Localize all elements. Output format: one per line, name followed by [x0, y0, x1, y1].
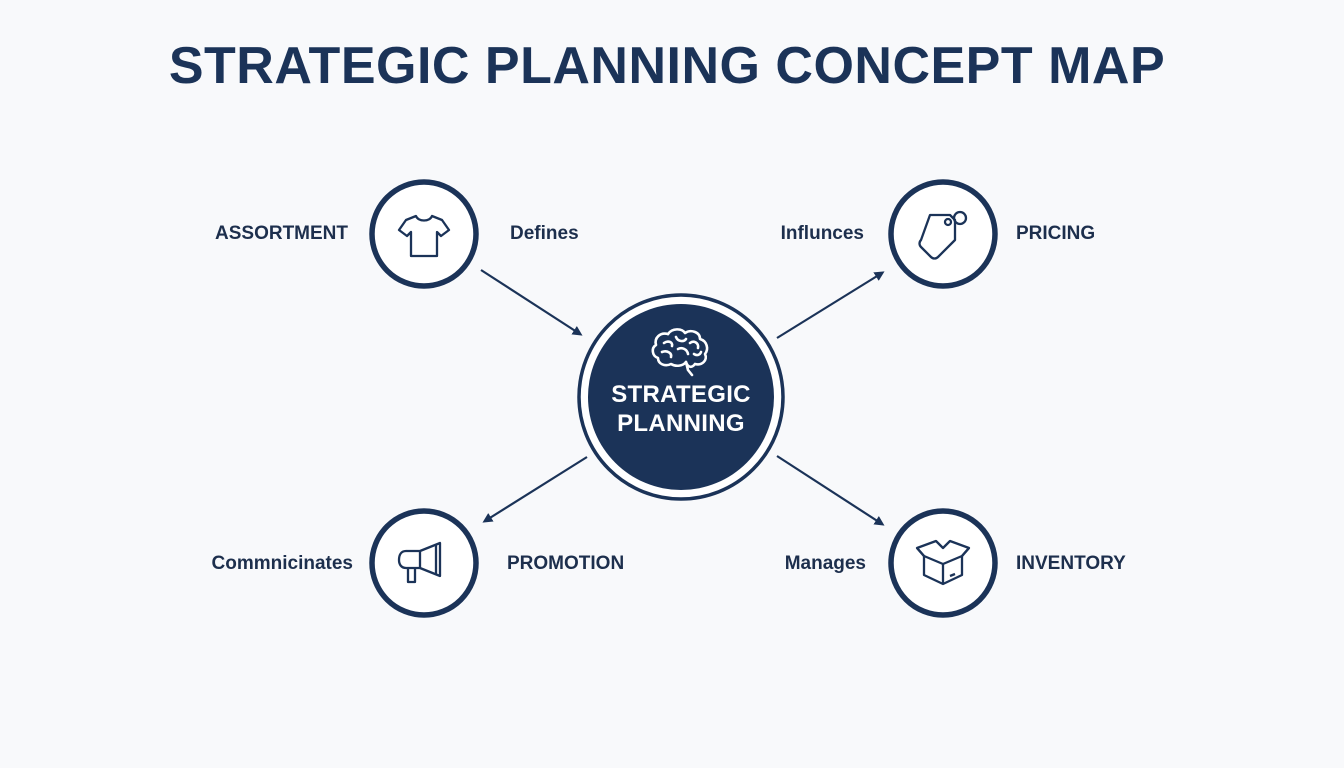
node-label-pricing: PRICING: [1016, 223, 1096, 244]
box-icon: [915, 539, 971, 586]
node-inventory-circle: [888, 508, 998, 618]
price-tag-icon: [918, 210, 968, 260]
relation-label-influences: Influnces: [780, 223, 864, 244]
relation-label-defines: Defines: [510, 223, 579, 244]
node-promotion-circle: [369, 508, 479, 618]
node-label-promotion: PROMOTION: [507, 553, 625, 574]
center-label-line2: PLANNING: [617, 410, 745, 437]
relation-label-manages: Manages: [784, 553, 866, 574]
arrow-center-to-promotion: [482, 456, 588, 523]
brain-icon: [651, 328, 709, 377]
tshirt-icon: [397, 214, 451, 258]
node-label-inventory: INVENTORY: [1016, 553, 1126, 574]
node-label-assortment: ASSORTMENT: [215, 223, 348, 244]
page-title: STRATEGIC PLANNING CONCEPT MAP: [168, 37, 1166, 95]
node-pricing-circle: [888, 179, 998, 289]
center-node-label: STRATEGIC PLANNING: [581, 380, 781, 438]
center-label-line1: STRATEGIC: [611, 381, 751, 408]
center-node-strategic-planning: [577, 293, 785, 501]
node-assortment-circle: [369, 179, 479, 289]
arrow-center-to-pricing: [776, 271, 885, 339]
relation-label-communicates: Commnicinates: [211, 553, 353, 574]
arrow-assortment-to-center: [480, 269, 583, 336]
megaphone-icon: [397, 541, 442, 584]
arrow-center-to-inventory: [776, 455, 885, 526]
